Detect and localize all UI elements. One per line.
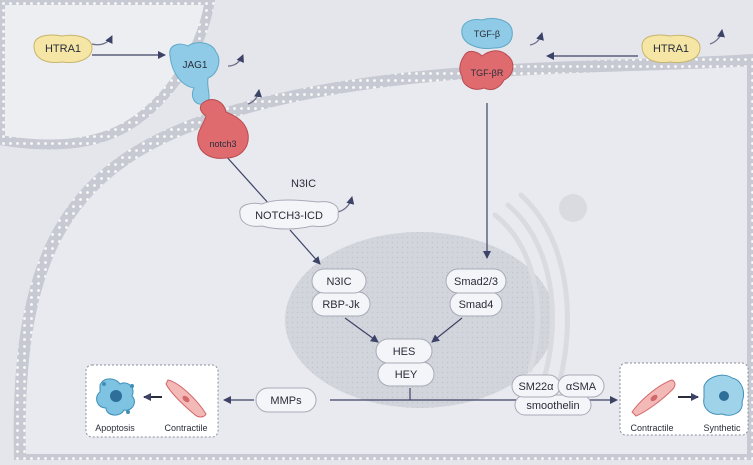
htra1-right: HTRA1: [641, 34, 701, 63]
right-box-label-1: Contractile: [630, 423, 673, 433]
hey-label: HEY: [395, 369, 418, 381]
left-box-label-2: Contractile: [164, 423, 207, 433]
contractile-markers: SM22α αSMA smoothelin: [511, 374, 605, 416]
notch3-icd-label: NOTCH3-ICD: [255, 210, 323, 222]
tgfb-label: TGF-β: [474, 29, 500, 39]
tgfbr-label: TGF-βR: [471, 68, 504, 78]
arrow-icd-n3ic: [289, 229, 321, 265]
jag1-blob: [169, 42, 220, 105]
notch3-blob: [197, 99, 249, 159]
swoosh-icon-6: [337, 196, 355, 213]
smad-complex: Smad2/3 Smad4: [445, 268, 507, 317]
sm22a-label: SM22α: [518, 381, 554, 393]
hes-pill: [375, 338, 433, 364]
n3ic-pill: [311, 268, 367, 294]
mmps: MMPs: [255, 387, 317, 413]
line-notch3-icd: [224, 154, 271, 206]
tgfbr: TGF-βR: [459, 50, 514, 91]
smad4-label: Smad4: [459, 299, 494, 311]
cell-membrane-main-dots: [13, 53, 753, 465]
hes-hey-complex: HES HEY: [375, 338, 435, 387]
htra1-left-blob: [33, 34, 93, 63]
vesicle: [559, 194, 587, 222]
asma-label: αSMA: [566, 381, 597, 393]
notch3-icd: NOTCH3-ICD: [239, 199, 339, 230]
n3ic-free-label: N3IC: [291, 178, 316, 190]
right-box-label-2: Synthetic: [703, 423, 741, 433]
tgfbr-blob: [459, 50, 514, 91]
htra1-right-label: HTRA1: [653, 43, 689, 55]
jag1: JAG1: [169, 42, 220, 105]
htra1-left-label: HTRA1: [45, 43, 81, 55]
left-box-label-1: Apoptosis: [95, 423, 135, 433]
swoosh-icon-3: [247, 89, 262, 105]
cell-membrane-top-left-dots: [0, 0, 216, 150]
smoothelin-label: smoothelin: [526, 400, 579, 412]
swoosh-icon-1: [91, 35, 113, 46]
apoptosis-cell-icon: [96, 378, 135, 416]
synthetic-cell-icon: [703, 374, 745, 416]
notch3: notch3: [197, 99, 249, 159]
mmps-label: MMPs: [270, 395, 302, 407]
asma-pill: [557, 374, 605, 398]
mmps-pill: [255, 387, 317, 413]
n3ic-nuc-label: N3IC: [326, 276, 351, 288]
tgfb-blob: [461, 17, 513, 49]
arrow-rbpjk-hes: [344, 317, 379, 343]
left-outcome-box: Apoptosis Contractile: [85, 364, 219, 438]
contractile-cell-icon-left: [165, 379, 207, 418]
swoosh-icon-2: [227, 54, 244, 67]
htra1-left: HTRA1: [33, 34, 93, 63]
smad23-label: Smad2/3: [454, 276, 498, 288]
jag1-label: JAG1: [182, 60, 207, 71]
swoosh-icon-4: [529, 32, 544, 46]
golgi-apparatus: [492, 192, 570, 383]
arrow-smad4-hes: [431, 317, 463, 343]
smad23-pill: [445, 268, 507, 294]
htra1-right-blob: [641, 34, 701, 63]
contractile-cell-icon-right: [631, 379, 676, 417]
swoosh-icon-5: [709, 29, 725, 45]
n3ic-rbpjk-complex: N3IC RBP-Jk: [311, 268, 371, 317]
notch3-icd-blob: [239, 199, 339, 230]
tgfb: TGF-β: [461, 17, 513, 49]
hes-label: HES: [393, 346, 416, 358]
right-outcome-box: Contractile Synthetic: [619, 362, 749, 436]
rbpjk-label: RBP-Jk: [322, 299, 360, 311]
notch3-label: notch3: [209, 139, 236, 149]
